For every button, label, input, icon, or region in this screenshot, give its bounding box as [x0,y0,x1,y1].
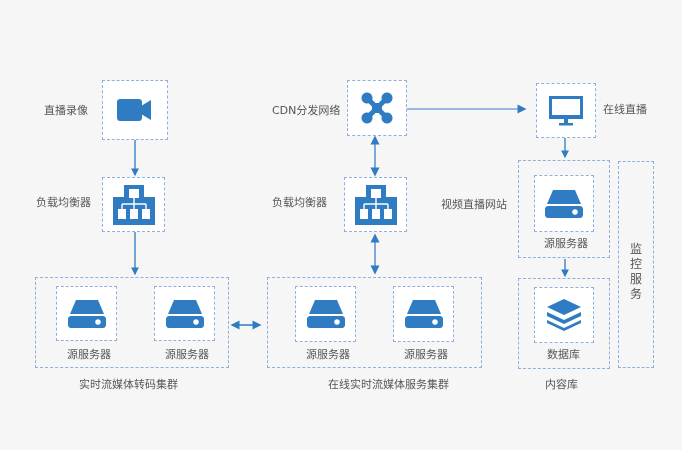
load-balancer-mid-label: 负载均衡器 [272,196,327,209]
website-server-label: 源服务器 [544,237,588,250]
video-website-group [518,160,610,258]
load-balancer-left-label: 负载均衡器 [36,196,91,209]
load-balancer-left-node[interactable] [102,177,165,232]
video-website-label: 视频直播网站 [441,198,507,211]
server-icon [165,299,204,328]
transcode-server-1-label: 源服务器 [67,348,111,361]
server-icon [545,189,583,218]
online-live-label: 在线直播 [603,103,647,116]
monitoring-label: 监控服务 [629,242,642,301]
content-store-label: 内容库 [545,378,578,391]
video-camera-icon [117,99,151,121]
load-balancer-mid-node[interactable] [344,177,407,232]
database-node[interactable] [534,287,594,343]
monitoring-group [618,161,654,368]
online-server-1-label: 源服务器 [306,348,350,361]
load-balancer-icon [354,184,397,225]
cdn-label: CDN分发网络 [272,104,341,117]
online-cluster-label: 在线实时流媒体服务集群 [328,378,449,391]
online-server-1[interactable] [295,286,356,342]
server-icon [67,299,106,328]
transcode-server-1[interactable] [56,286,117,341]
live-recording-label: 直播录像 [44,104,88,117]
server-icon [404,300,443,328]
online-live-node[interactable] [536,83,596,138]
load-balancer-icon [112,184,155,225]
online-cluster-group [267,277,482,368]
live-recording-node[interactable] [102,80,168,140]
website-server-node[interactable] [534,175,594,232]
online-server-2[interactable] [393,286,454,342]
database-stack-icon [547,299,581,331]
transcode-server-2[interactable] [154,286,215,341]
transcode-cluster-group [35,277,229,368]
cdn-node[interactable] [347,80,407,136]
content-store-group [518,278,610,369]
online-server-2-label: 源服务器 [404,348,448,361]
transcode-cluster-label: 实时流媒体转码集群 [79,378,178,391]
transcode-server-2-label: 源服务器 [165,348,209,361]
monitor-icon [549,95,583,125]
database-label: 数据库 [547,348,580,361]
network-hub-icon [361,92,393,124]
server-icon [306,300,345,328]
